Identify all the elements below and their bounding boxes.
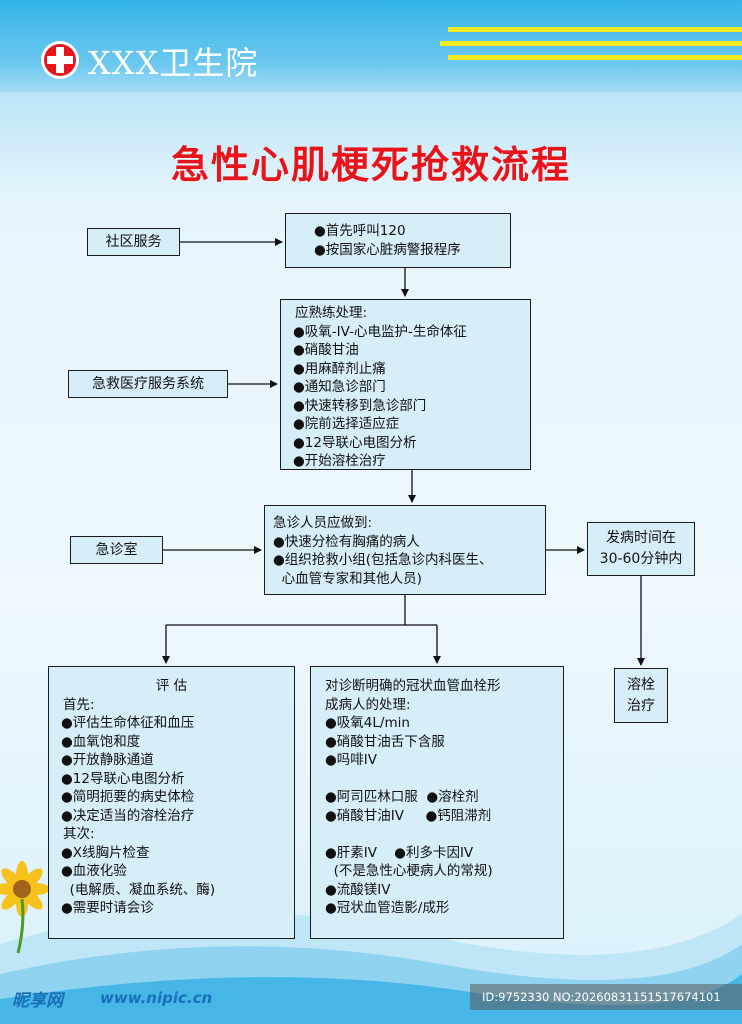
box-line: ●硝酸甘油IV ●钙阻滞剂 (325, 807, 492, 824)
box-line: 心血管专家和其他人员) (273, 570, 422, 587)
box-line: ●用麻醉剂止痛 (293, 360, 386, 377)
box-line: ●X线胸片检查 (61, 844, 150, 861)
sunflower-icon (0, 861, 50, 954)
box-line: ●需要时请会诊 (61, 900, 154, 916)
box-line: ●硝酸甘油舌下含服 (325, 733, 445, 750)
box-line: ●组织抢救小组(包括急诊内科医生、 (273, 552, 493, 568)
box-line: 溶栓 (627, 677, 655, 693)
box-line: ●按国家心脏病警报程序 (314, 241, 461, 258)
box-line: (不是急性心梗病人的常规) (325, 863, 493, 879)
box-line: ●阿司匹林口服 ●溶栓剂 (325, 789, 479, 805)
box-line: ●快速转移到急诊部门 (293, 397, 427, 414)
box-line: ●12导联心电图分析 (61, 770, 185, 787)
er-label: 急诊室 (95, 541, 138, 558)
box-line: 30-60分钟内 (599, 551, 683, 567)
box-line: ●硝酸甘油 (293, 342, 359, 358)
box-line: ●吸氧-IV-心电监护-生命体征 (293, 323, 467, 340)
call-120-box: ●首先呼叫120 ●按国家心脏病警报程序 (285, 213, 511, 268)
community-service-box: 社区服务 (87, 228, 180, 256)
er-staff-box: 急诊人员应做到: ●快速分检有胸痛的病人 ●组织抢救小组(包括急诊内科医生、 心… (264, 505, 546, 595)
box-line: 其次: (63, 826, 95, 842)
box-line: 首先: (63, 696, 95, 713)
treatment-box: 对诊断明确的冠状血管血栓形 成病人的处理: ●吸氧4L/min ●硝酸甘油舌下含… (310, 666, 564, 939)
prehospital-handling-box: 应熟练处理: ●吸氧-IV-心电监护-生命体征 ●硝酸甘油 ●用麻醉剂止痛 ●通… (280, 299, 531, 470)
onset-time-box: 发病时间在 30-60分钟内 (587, 522, 695, 576)
red-cross-logo-icon (41, 41, 79, 79)
box-line: 应熟练处理: (295, 305, 368, 321)
page-title: 急性心肌梗死抢救流程 (170, 143, 571, 187)
er-box: 急诊室 (70, 536, 163, 564)
box-line: (电解质、凝血系统、酶) (61, 881, 216, 898)
image-id-bar: ID:9752330 NO:20260831151517674101 (470, 984, 742, 1010)
watermark-url: www.nipic.cn (100, 989, 213, 1007)
assessment-box: 评 估 首先: ●评估生命体征和血压 ●血氧饱和度 ●开放静脉通道 ●12导联心… (48, 666, 295, 939)
assessment-heading: 评 估 (155, 678, 188, 694)
community-service-label: 社区服务 (105, 233, 162, 250)
box-line: ●吗啡IV (325, 752, 377, 768)
box-line: 发病时间在 (606, 530, 676, 546)
box-line (325, 770, 563, 789)
header-bar (0, 0, 742, 92)
box-line: ●简明扼要的病史体检 (61, 789, 195, 805)
box-line: ●开放静脉通道 (61, 752, 154, 768)
box-line: ●血氧饱和度 (61, 733, 141, 750)
box-line: 治疗 (627, 698, 655, 714)
box-line: ●肝素IV ●利多卡因IV (325, 844, 474, 861)
box-line (325, 825, 563, 844)
box-line: ●首先呼叫120 (314, 223, 406, 239)
box-line: ●评估生命体征和血压 (61, 715, 195, 731)
header-stripe (440, 41, 742, 46)
thrombolysis-box: 溶栓 治疗 (614, 668, 668, 723)
box-line: ●决定适当的溶栓治疗 (61, 807, 195, 824)
box-line: ●快速分检有胸痛的病人 (273, 533, 420, 550)
box-line: ●院前选择适应症 (293, 416, 400, 432)
box-line: ●血液化验 (61, 863, 127, 879)
box-line: 成病人的处理: (325, 696, 411, 713)
ems-box: 急救医疗服务系统 (68, 370, 228, 398)
box-line: ●冠状血管造影/成形 (325, 900, 450, 916)
box-line: 急诊人员应做到: (273, 515, 373, 531)
box-line: ●12导联心电图分析 (293, 434, 417, 451)
header-stripe (448, 55, 742, 60)
watermark-logo: 昵享网 (12, 991, 63, 1011)
header-stripe (448, 27, 742, 32)
box-line: ●开始溶栓治疗 (293, 453, 386, 469)
box-line: ●吸氧4L/min (325, 715, 410, 731)
box-line: 对诊断明确的冠状血管血栓形 (325, 678, 501, 694)
box-line: ●流酸镁IV (325, 881, 391, 898)
hospital-name: XXX卫生院 (88, 44, 259, 82)
ems-label: 急救医疗服务系统 (92, 375, 204, 392)
box-line: ●通知急诊部门 (293, 379, 386, 395)
